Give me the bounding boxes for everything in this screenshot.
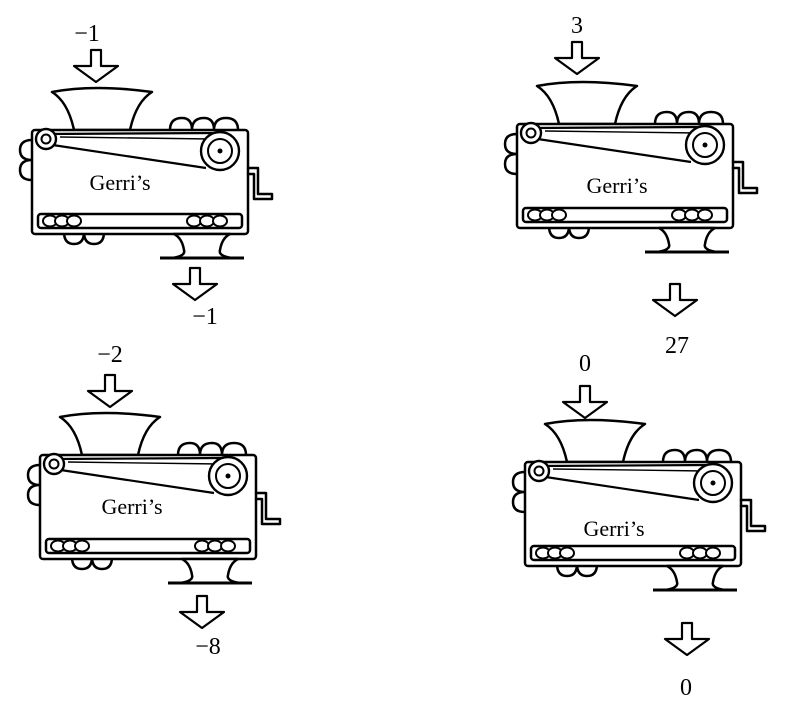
function-machine-3: −2 Gerri’s −8 bbox=[20, 342, 320, 659]
belt-bottom bbox=[45, 142, 207, 170]
hopper bbox=[543, 418, 647, 464]
input-value: 0 bbox=[579, 351, 591, 377]
input-arrow bbox=[553, 40, 601, 76]
belt-top bbox=[530, 125, 704, 130]
output-value: 27 bbox=[665, 333, 689, 359]
input-arrow bbox=[72, 48, 120, 84]
crank-handle bbox=[254, 491, 282, 526]
function-machine-1: −1 Gerri’s −1 bbox=[12, 18, 312, 329]
brand-label: Gerri’s bbox=[583, 516, 645, 541]
hopper bbox=[535, 80, 639, 126]
machine-drawing bbox=[26, 373, 282, 630]
machine-drawing bbox=[511, 384, 767, 657]
input-arrow bbox=[86, 373, 134, 409]
function-machine-2: 3 Gerri’s 27 bbox=[497, 12, 790, 358]
belt-bottom bbox=[538, 474, 700, 502]
output-arrow bbox=[663, 621, 711, 657]
side-bumps bbox=[26, 463, 42, 507]
belt-inner bbox=[544, 130, 698, 134]
crank-handle bbox=[246, 166, 274, 201]
output-arrow bbox=[651, 282, 699, 318]
machine-body bbox=[38, 453, 258, 561]
machine-body bbox=[523, 460, 743, 568]
hopper bbox=[58, 411, 162, 457]
top-bumps bbox=[176, 441, 248, 457]
belt-inner bbox=[552, 468, 706, 472]
pedestal bbox=[170, 232, 234, 260]
output-value: 0 bbox=[680, 675, 692, 701]
machine-drawing bbox=[18, 48, 274, 302]
output-arrow bbox=[178, 594, 226, 630]
machine-drawing bbox=[503, 40, 759, 318]
brand-label: Gerri’s bbox=[89, 170, 151, 195]
belt-bottom bbox=[53, 467, 215, 495]
top-bumps bbox=[661, 448, 733, 464]
function-machine-4: 0 Gerri’s 0 bbox=[505, 350, 790, 700]
side-bumps bbox=[511, 470, 527, 514]
hopper bbox=[50, 86, 154, 132]
input-value: −1 bbox=[74, 21, 100, 47]
side-bumps bbox=[503, 132, 519, 176]
input-arrow bbox=[561, 384, 609, 420]
output-value: −8 bbox=[195, 634, 221, 660]
belt-top bbox=[45, 131, 219, 136]
pedestal bbox=[663, 564, 727, 592]
top-bumps bbox=[653, 110, 725, 126]
belt-inner bbox=[59, 136, 213, 140]
input-value: −2 bbox=[97, 342, 123, 368]
top-bumps bbox=[168, 116, 240, 132]
belt-top bbox=[538, 463, 712, 468]
machine-body bbox=[30, 128, 250, 236]
belt-bottom bbox=[530, 136, 692, 164]
pedestal bbox=[178, 557, 242, 585]
brand-label: Gerri’s bbox=[586, 173, 648, 198]
output-value: −1 bbox=[192, 304, 218, 330]
side-bumps bbox=[18, 138, 34, 182]
pedestal bbox=[655, 226, 719, 254]
input-value: 3 bbox=[571, 13, 583, 39]
machine-body bbox=[515, 122, 735, 230]
output-arrow bbox=[171, 266, 219, 302]
belt-inner bbox=[67, 461, 221, 465]
crank-handle bbox=[731, 160, 759, 195]
crank-handle bbox=[739, 498, 767, 533]
brand-label: Gerri’s bbox=[101, 494, 163, 519]
belt-top bbox=[53, 456, 227, 461]
